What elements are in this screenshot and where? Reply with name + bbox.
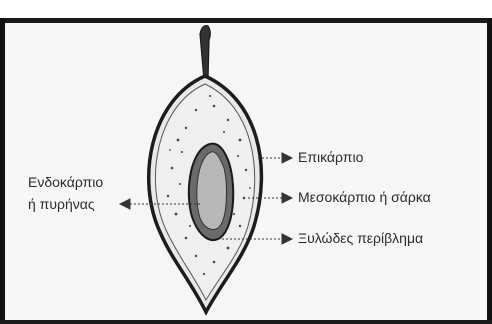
label-woody-shell: Ξυλώδες περίβλημα xyxy=(298,230,423,246)
fruit-stem xyxy=(200,26,210,80)
label-endocarp-line2: ή πυρήνας xyxy=(28,196,95,212)
label-exocarp: Επικάρπιο xyxy=(298,149,363,165)
label-mesocarp: Μεσοκάρπιο ή σάρκα xyxy=(298,189,431,205)
kernel xyxy=(197,152,227,230)
label-endocarp-line1: Ενδοκάρπιο xyxy=(28,174,103,190)
leader-exocarp xyxy=(258,153,292,163)
